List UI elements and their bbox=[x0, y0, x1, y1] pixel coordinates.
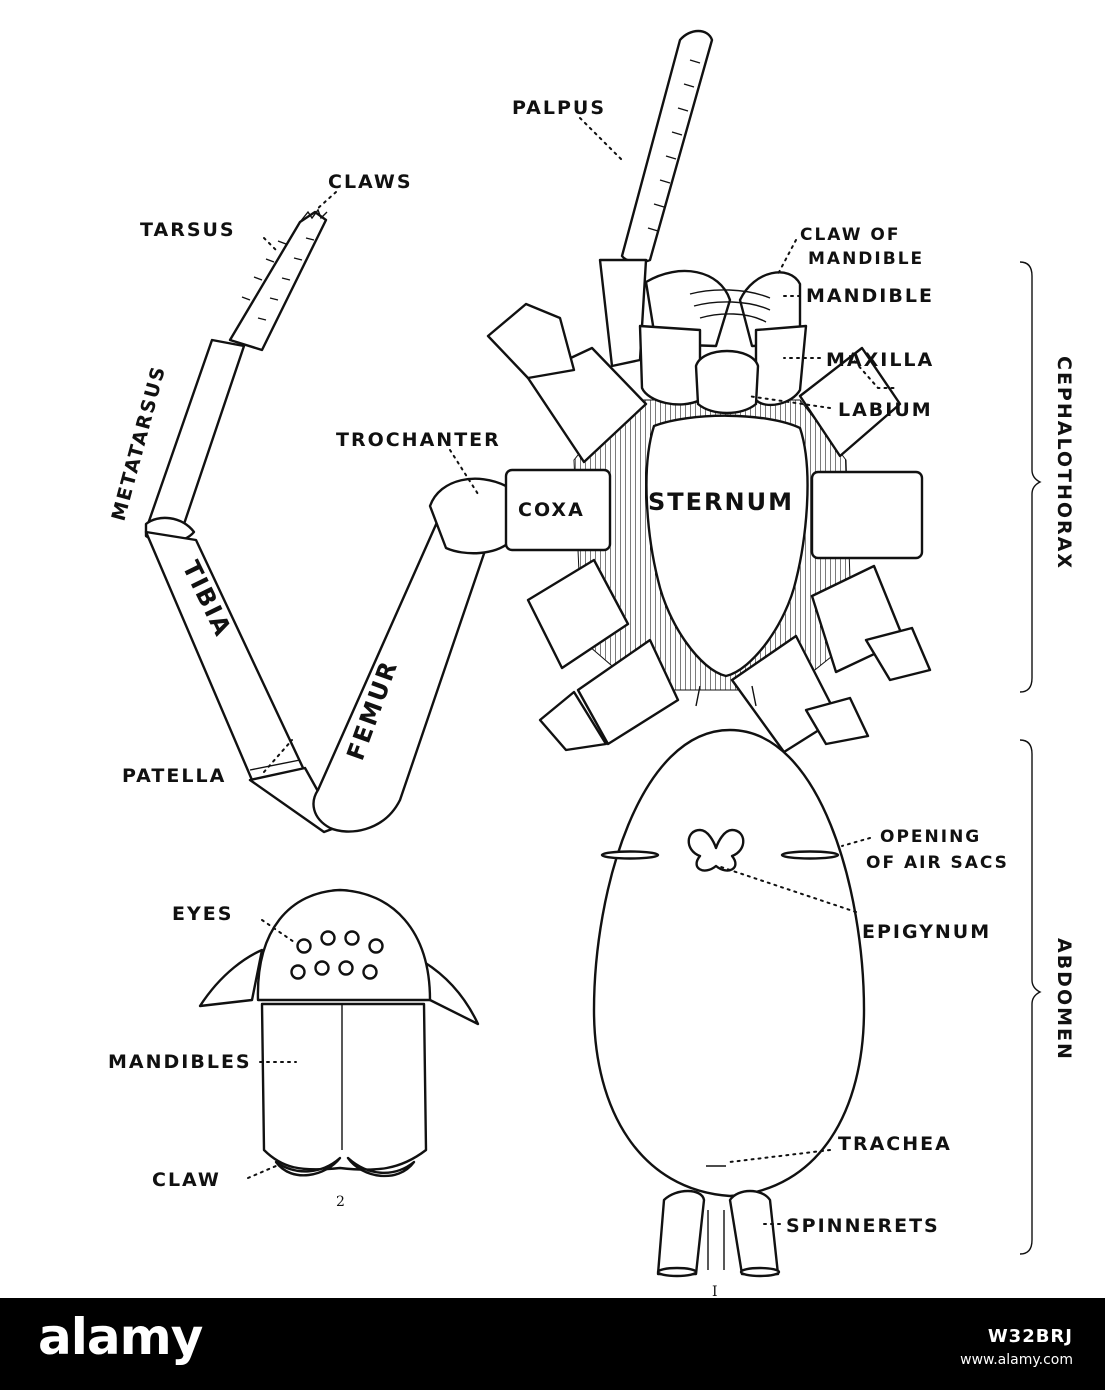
pedicel-marks bbox=[695, 685, 757, 707]
spinneret-left-tip bbox=[656, 1266, 698, 1278]
watermark-logo: alamy bbox=[38, 1308, 203, 1366]
spinneret-left bbox=[656, 1189, 706, 1276]
label-abdomen: ABDOMEN bbox=[1053, 938, 1075, 1061]
leader-claw bbox=[247, 1165, 277, 1179]
cephalothorax-bracket bbox=[1019, 261, 1042, 693]
label-maxilla: MAXILLA bbox=[826, 349, 934, 371]
watermark-bar bbox=[0, 1298, 1105, 1390]
abdomen-outline bbox=[592, 728, 866, 1198]
epigynum-shape bbox=[687, 828, 745, 872]
eye-6 bbox=[314, 960, 330, 976]
leader-claw-of-mandible bbox=[777, 239, 797, 275]
sternum-shape bbox=[645, 414, 809, 678]
label-epigynum: EPIGYNUM bbox=[862, 921, 991, 943]
palpus-drawing bbox=[598, 29, 714, 368]
coxa-left-2 bbox=[504, 468, 612, 552]
trochanter-right-3 bbox=[864, 626, 932, 682]
air-sac-left bbox=[600, 850, 660, 860]
label-claws: CLAWS bbox=[328, 171, 413, 193]
leader-labium bbox=[747, 395, 831, 409]
spinneret-right bbox=[728, 1189, 780, 1276]
label-spinnerets: SPINNERETS bbox=[786, 1215, 940, 1237]
abdomen-bracket bbox=[1019, 739, 1042, 1255]
figure-number-1: I bbox=[712, 1284, 718, 1300]
eye-3 bbox=[344, 930, 360, 946]
air-sac-right bbox=[780, 850, 840, 860]
eye-2 bbox=[320, 930, 336, 946]
labium-shape bbox=[694, 349, 760, 415]
leader-epigynum bbox=[717, 865, 857, 913]
label-coxa: COXA bbox=[518, 499, 585, 521]
leg-drawing bbox=[144, 208, 514, 834]
head-left-flap bbox=[198, 948, 264, 1008]
label-opening-1: OPENING bbox=[880, 827, 981, 847]
head-front-view bbox=[198, 888, 480, 1178]
fang-left bbox=[274, 1156, 342, 1177]
claws-tip bbox=[299, 208, 328, 223]
head-right-flap bbox=[422, 960, 480, 1026]
coxa-left-4 bbox=[576, 638, 680, 746]
label-claw-of-mandible-1: CLAW OF bbox=[800, 225, 900, 245]
maxilla-left bbox=[638, 324, 702, 406]
cephalothorax-drawing bbox=[486, 269, 932, 754]
tarsus-segment bbox=[228, 210, 328, 352]
eye-1 bbox=[296, 938, 312, 954]
palpus-hairs bbox=[647, 59, 701, 232]
mandibles-pair bbox=[260, 1002, 428, 1171]
coxa-right-2 bbox=[810, 470, 924, 560]
label-trochanter: TROCHANTER bbox=[336, 429, 501, 451]
watermark-url: www.alamy.com bbox=[960, 1352, 1073, 1368]
tarsus-hairs bbox=[241, 237, 315, 321]
abdomen-drawing bbox=[592, 728, 866, 1278]
label-mandibles: MANDIBLES bbox=[108, 1051, 252, 1073]
eye-5 bbox=[290, 964, 306, 980]
eye-4 bbox=[368, 938, 384, 954]
trochanter-left-1 bbox=[486, 302, 576, 380]
maxilla-right bbox=[754, 324, 808, 407]
coxa-right-1 bbox=[798, 346, 902, 458]
label-palpus: PALPUS bbox=[512, 97, 606, 119]
tibia-band bbox=[249, 759, 301, 771]
label-trachea: TRACHEA bbox=[838, 1133, 952, 1155]
trochanter-right-4 bbox=[804, 696, 870, 746]
label-sternum: STERNUM bbox=[648, 488, 794, 516]
leader-eyes bbox=[261, 919, 295, 943]
label-tarsus: TARSUS bbox=[140, 219, 236, 241]
label-patella: PATELLA bbox=[122, 765, 226, 787]
leader-opening bbox=[841, 837, 871, 847]
eye-8 bbox=[362, 964, 378, 980]
label-claw: CLAW bbox=[152, 1169, 221, 1191]
watermark-image-code: W32BRJ bbox=[987, 1326, 1073, 1347]
leader-tarsus bbox=[263, 237, 279, 253]
femur-segment bbox=[312, 508, 492, 833]
label-mandible: MANDIBLE bbox=[806, 285, 934, 307]
palpus-lower bbox=[598, 258, 648, 368]
tibia-segment bbox=[144, 530, 306, 782]
leader-palpus bbox=[579, 117, 623, 161]
leader-trochanter bbox=[449, 449, 479, 495]
figure-number-2: 2 bbox=[336, 1194, 345, 1210]
coxa-left-3 bbox=[526, 558, 630, 670]
label-labium: LABIUM bbox=[838, 399, 933, 421]
spinneret-right-tip bbox=[739, 1266, 781, 1278]
head-dome bbox=[256, 888, 432, 1002]
mandible-striations bbox=[689, 289, 771, 323]
leader-patella bbox=[263, 739, 293, 773]
leader-claws bbox=[315, 191, 337, 211]
diagram-canvas: PALPUS CLAWS TARSUS METATARSUS CLAW OF M… bbox=[108, 29, 1075, 1300]
trochanter-left-4 bbox=[538, 690, 608, 752]
label-claw-of-mandible-2: MANDIBLE bbox=[808, 249, 924, 269]
fang-right bbox=[346, 1156, 416, 1178]
palpus-upper bbox=[620, 29, 714, 264]
label-opening-2: OF AIR SACS bbox=[866, 853, 1009, 873]
label-cephalothorax: CEPHALOTHORAX bbox=[1053, 356, 1075, 570]
leader-trachea bbox=[729, 1149, 831, 1163]
leader-maxilla-right bbox=[849, 355, 899, 389]
label-eyes: EYES bbox=[172, 903, 233, 925]
eye-7 bbox=[338, 960, 354, 976]
spinneret-middle bbox=[707, 1210, 725, 1270]
